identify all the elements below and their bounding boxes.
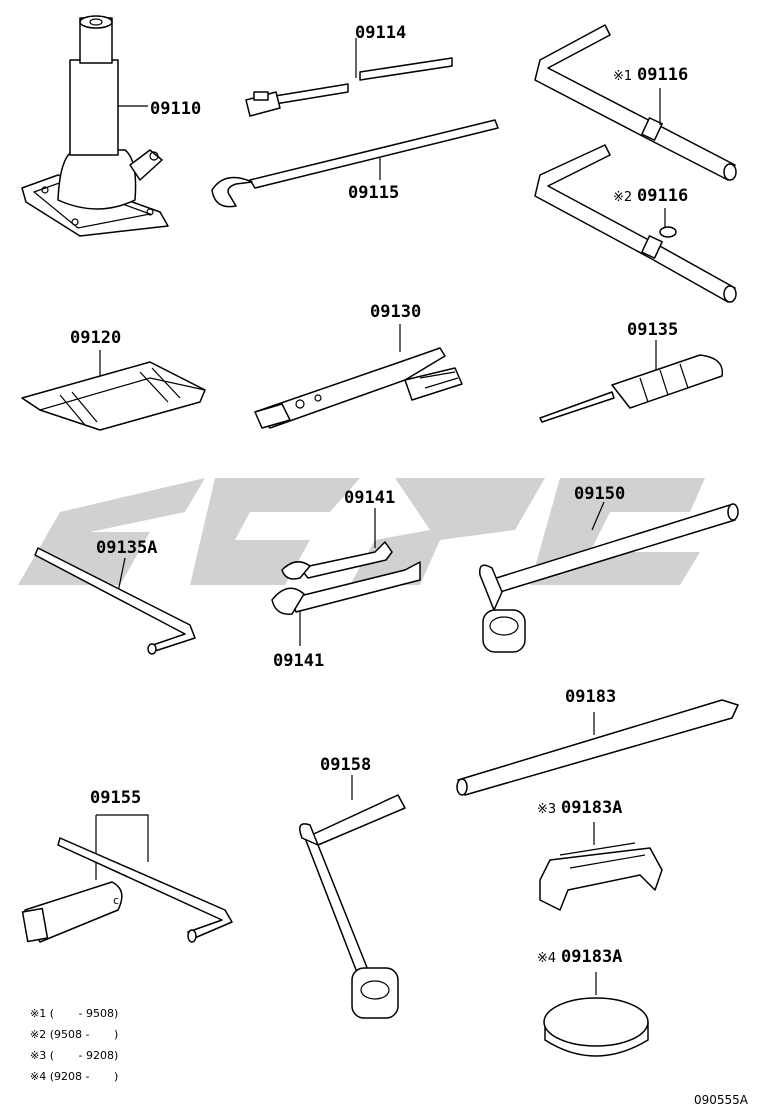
svg-text:c: c (113, 894, 119, 907)
socket-09155: c (21, 814, 233, 943)
label-09116-2: 09116 (637, 186, 688, 206)
diagram-reference: 090555A (694, 1093, 749, 1107)
clip-09183A (539, 822, 663, 911)
prefix-09183A-3: ※3 (537, 802, 556, 817)
label-09115: 09115 (348, 183, 399, 203)
crank-09116-1 (534, 24, 737, 181)
label-09120: 09120 (70, 328, 121, 348)
label-09183: 09183 (565, 687, 616, 707)
prefix-09116-1: ※1 (613, 69, 632, 84)
note-2: ※2 (9508 - ) (30, 1028, 118, 1041)
label-09158: 09158 (320, 755, 371, 775)
crank-09116-2 (534, 144, 737, 303)
part-labels: 09110 09114 ※1 09116 09115 ※2 09116 0912… (70, 23, 688, 967)
lug-wrench-09150 (479, 501, 739, 653)
wrench-09115 (211, 119, 499, 208)
wrench-09158 (299, 775, 406, 1019)
label-09155: 09155 (90, 788, 141, 808)
label-09114: 09114 (355, 23, 406, 43)
label-09135: 09135 (627, 320, 678, 340)
label-09141-top: 09141 (344, 488, 395, 508)
label-09141-bottom: 09141 (273, 651, 324, 671)
note-3: ※3 ( - 9208) (30, 1049, 118, 1062)
note-1: ※1 ( - 9508) (30, 1007, 118, 1020)
spanner-09141-top (281, 508, 393, 580)
label-09116-1: 09116 (637, 65, 688, 85)
note-4: ※4 (9208 - ) (30, 1070, 118, 1083)
label-09183A-3: 09183A (561, 798, 622, 818)
label-09110: 09110 (150, 99, 201, 119)
label-09183A-4: 09183A (561, 947, 622, 967)
label-09135A: 09135A (96, 538, 157, 558)
prefix-09183A-4: ※4 (537, 951, 556, 966)
pliers-09130 (254, 324, 463, 429)
spanner-09141-bottom (271, 561, 421, 646)
hex-key-09135A (34, 547, 196, 655)
jack-09110 (21, 15, 169, 237)
tool-bag-09120 (21, 350, 206, 431)
prefix-09116-2: ※2 (613, 190, 632, 205)
applicability-notes: ※1 ( - 9508) ※2 (9508 - ) ※3 ( - 9208) ※… (30, 1007, 118, 1083)
cap-09183A (543, 972, 649, 1057)
rod-09183 (456, 699, 739, 796)
watermark (18, 478, 705, 585)
label-09150: 09150 (574, 484, 625, 504)
label-09130: 09130 (370, 302, 421, 322)
screwdriver-09135 (539, 340, 724, 423)
handle-09114 (245, 38, 453, 117)
